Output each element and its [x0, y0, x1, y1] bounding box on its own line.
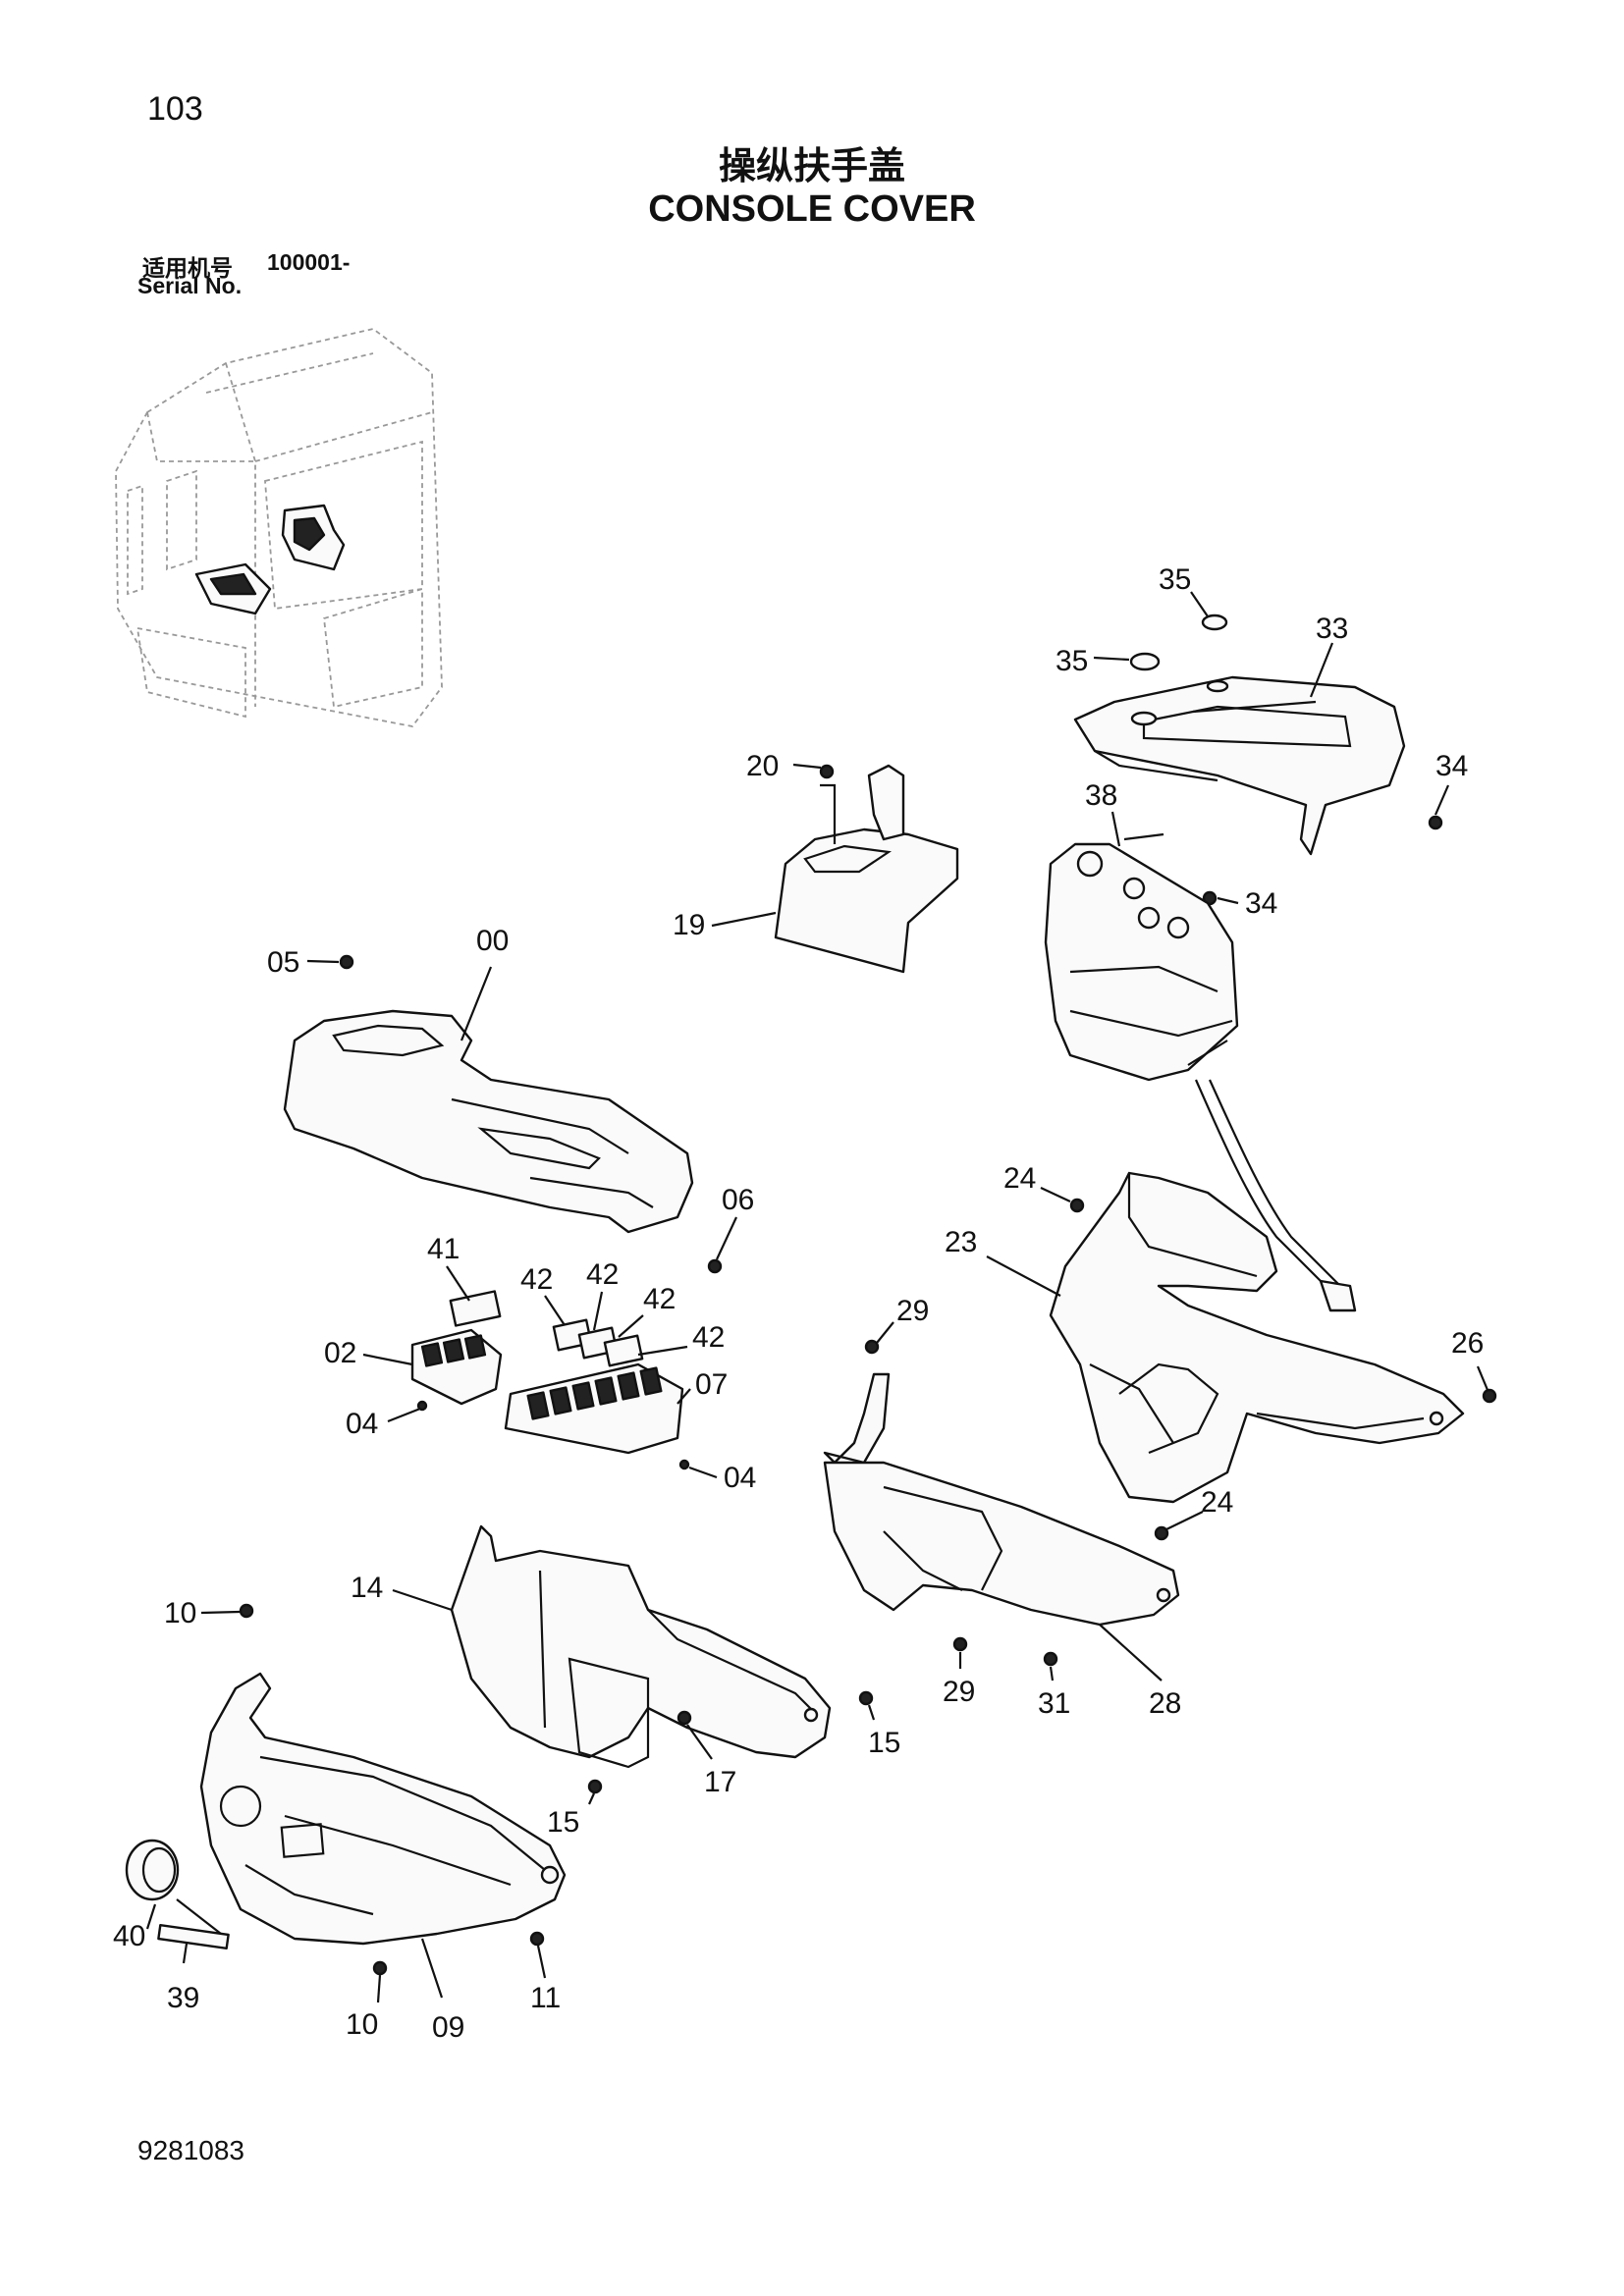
callout-02: 02	[324, 1337, 356, 1369]
part-24-screw	[1154, 1525, 1169, 1541]
callout-20: 20	[746, 750, 779, 782]
callout-24: 24	[1201, 1486, 1233, 1519]
part-10-screw	[372, 1960, 388, 1976]
callout-42: 42	[586, 1258, 619, 1291]
part-07-switch-block	[504, 1362, 684, 1455]
callout-15: 15	[547, 1806, 579, 1839]
callout-19: 19	[673, 909, 705, 941]
callout-07: 07	[695, 1368, 728, 1401]
part-35-plug	[1129, 652, 1161, 671]
callout-39: 39	[167, 1982, 199, 2014]
part-33-top-cover	[1073, 675, 1406, 856]
callout-labels: 35 35 33 34 20 38 34 19 05 00 06 24 23 4…	[113, 563, 1484, 2044]
callout-09: 09	[432, 2011, 464, 2044]
part-41-switch-cap	[449, 1290, 502, 1327]
part-40-cap	[125, 1839, 180, 1901]
callout-15: 15	[868, 1727, 900, 1759]
callout-04: 04	[346, 1408, 378, 1440]
callout-34: 34	[1245, 887, 1277, 920]
callout-40: 40	[113, 1920, 145, 1952]
part-09-left-cover	[199, 1672, 567, 1946]
callout-35: 35	[1056, 645, 1088, 677]
part-04-screw	[416, 1400, 428, 1412]
callout-04: 04	[724, 1462, 756, 1494]
callout-26: 26	[1451, 1327, 1484, 1360]
part-17-screw	[677, 1710, 692, 1726]
callout-38: 38	[1085, 779, 1117, 812]
callout-24: 24	[1003, 1162, 1036, 1195]
page-number: 103	[147, 90, 203, 128]
page-title-chinese: 操纵扶手盖	[718, 144, 905, 187]
part-28-lower-cover	[823, 1372, 1180, 1627]
callout-33: 33	[1316, 613, 1348, 645]
part-38-switch-panel	[1044, 832, 1357, 1312]
part-02-switch-block	[410, 1328, 503, 1406]
callout-29: 29	[943, 1676, 975, 1708]
callout-42: 42	[692, 1321, 725, 1354]
part-05-screw	[339, 954, 354, 970]
part-15-screw	[858, 1690, 874, 1706]
callout-17: 17	[704, 1766, 736, 1798]
part-31-screw	[1043, 1651, 1058, 1667]
part-26-screw	[1482, 1388, 1497, 1404]
part-39-label	[157, 1923, 230, 1950]
callout-35: 35	[1159, 563, 1191, 596]
callout-leaders	[145, 591, 1489, 2003]
callout-23: 23	[945, 1226, 977, 1258]
part-24-screw	[1069, 1198, 1085, 1213]
part-35-plug	[1201, 614, 1228, 631]
part-04-screw	[678, 1459, 690, 1470]
part-00-console-frame	[283, 1009, 694, 1234]
part-06-screw	[707, 1258, 723, 1274]
part-29-screw	[952, 1636, 968, 1652]
callout-06: 06	[722, 1184, 754, 1216]
serial-label-chinese: 适用机号	[142, 256, 233, 282]
part-23-side-cover	[1049, 1171, 1465, 1504]
callout-10: 10	[164, 1597, 196, 1629]
callout-14: 14	[351, 1572, 383, 1604]
callout-42: 42	[520, 1263, 553, 1296]
callout-10: 10	[346, 2008, 378, 2041]
callout-42: 42	[643, 1283, 676, 1315]
serial-label: Serial No.	[137, 273, 243, 298]
callout-11: 11	[530, 1982, 561, 2014]
page-title: CONSOLE COVER	[648, 188, 976, 230]
callout-34: 34	[1435, 750, 1468, 782]
callout-28: 28	[1149, 1687, 1181, 1720]
callout-00: 00	[476, 925, 509, 957]
document-number: 9281083	[137, 2135, 245, 2165]
part-11-screw	[529, 1931, 545, 1947]
callout-29: 29	[896, 1295, 929, 1327]
part-34-screw	[1428, 815, 1443, 830]
part-42-switch-cap	[603, 1334, 644, 1367]
part-29-screw	[864, 1339, 880, 1355]
serial-number-value: 100001-	[267, 249, 351, 275]
callout-05: 05	[267, 946, 299, 979]
part-15-screw	[587, 1779, 603, 1794]
cab-locator-thumbnail	[115, 328, 443, 727]
callout-31: 31	[1038, 1687, 1070, 1720]
part-20-screw	[819, 764, 835, 779]
callout-41: 41	[427, 1233, 460, 1265]
part-10-screw	[239, 1603, 254, 1619]
part-14-lower-cover	[450, 1524, 832, 1769]
part-19-bracket-cover	[774, 764, 959, 974]
